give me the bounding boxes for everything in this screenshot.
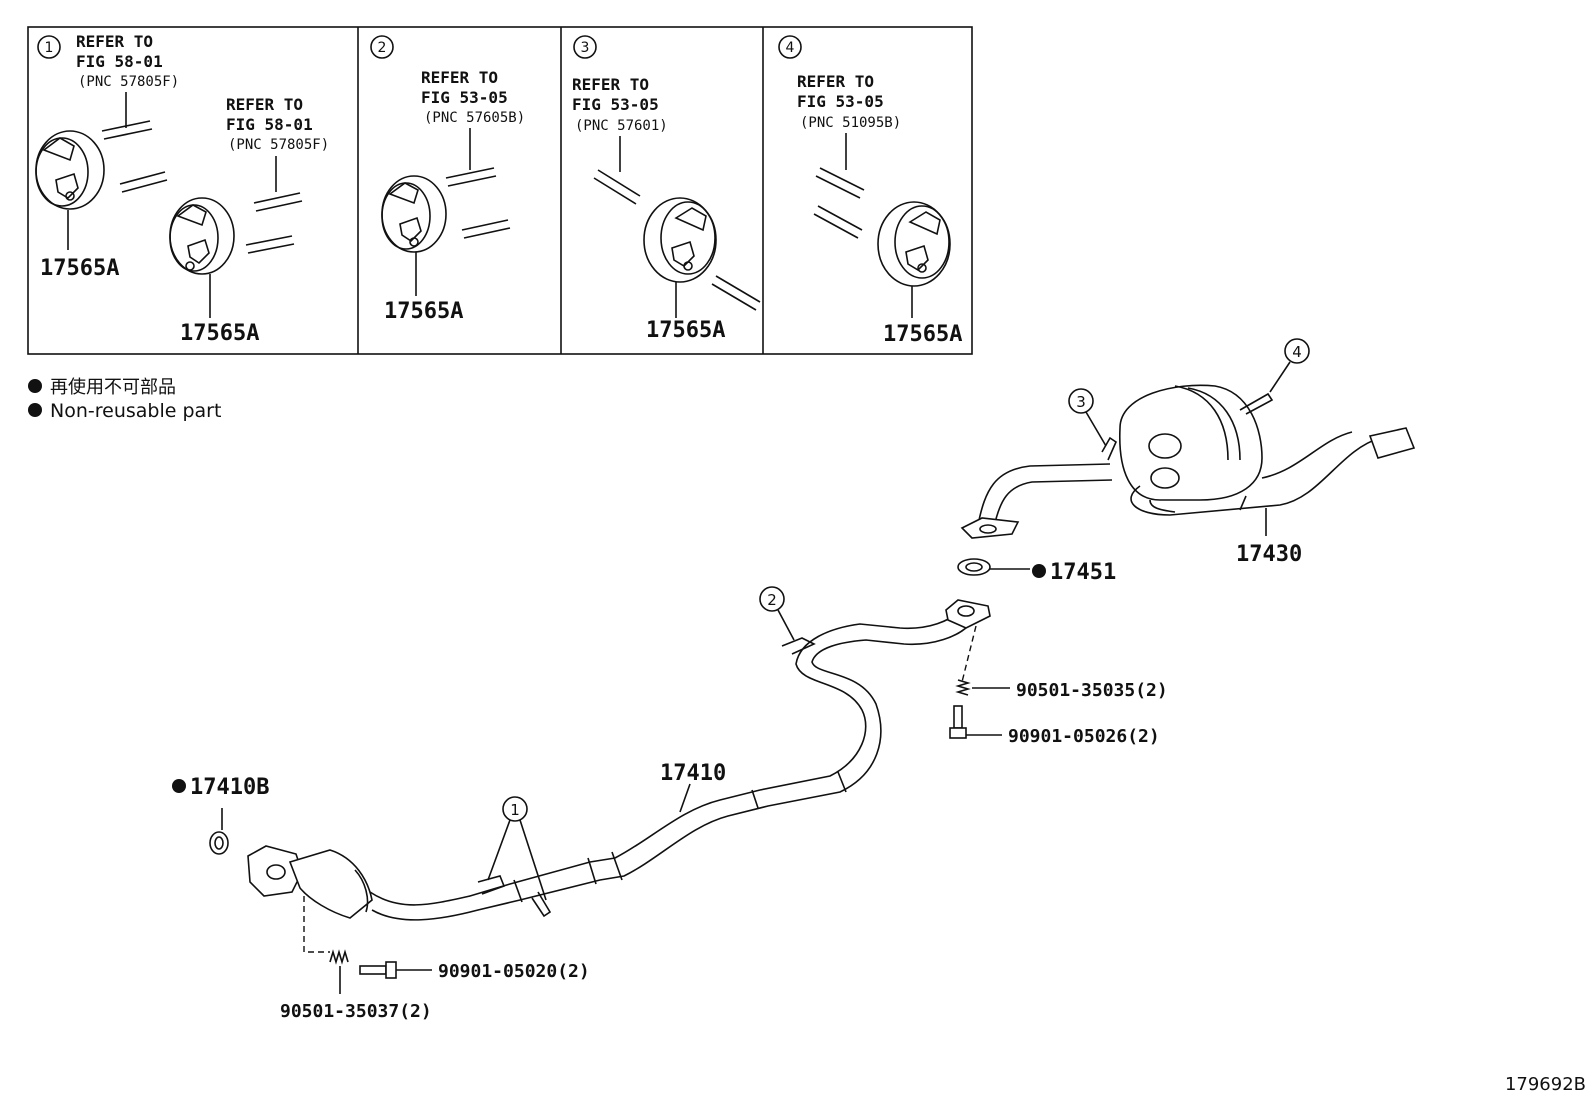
- tailpipe-tip: [1368, 427, 1416, 459]
- panel-3: 3 REFER TO FIG 53-05 (PNC 57601) 17565A: [572, 35, 761, 343]
- panel-1-ref-b-line2: FIG 58-01: [226, 115, 313, 134]
- hanger-reference-panels: [27, 26, 973, 355]
- panel-1-number-circle: [37, 35, 61, 59]
- panel-2-ref-line3: (PNC 57605B): [424, 110, 525, 126]
- panel-4-part: 17565A: [883, 322, 962, 347]
- legend: 再使用不可部品 Non-reusable part: [28, 377, 221, 422]
- hanger-rod-icon: [593, 169, 761, 311]
- panel-4-number-circle: [778, 35, 802, 59]
- bolt-icon: [949, 705, 967, 739]
- panel-3-part: 17565A: [646, 318, 725, 343]
- panel-4-ref-line2: FIG 53-05: [797, 92, 884, 111]
- front-gasket: [209, 831, 229, 855]
- muffler-body: [1119, 384, 1263, 501]
- svg-text:3: 3: [1076, 393, 1086, 411]
- legend-japanese: 再使用不可部品: [50, 377, 176, 398]
- muffler-inlet-flange: [960, 517, 1020, 539]
- non-reusable-dot-icon: [28, 379, 42, 393]
- part-label-bolt-front: 90901-05020(2): [438, 961, 590, 982]
- part-label-spring-front: 90501-35037(2): [280, 1001, 432, 1022]
- non-reusable-dot-icon: [28, 403, 42, 417]
- panel-2-number: 2: [378, 40, 387, 56]
- callout-2: 2: [759, 586, 795, 641]
- svg-text:4: 4: [1292, 343, 1302, 361]
- panel-1-number: 1: [45, 40, 54, 56]
- panel-3-number: 3: [581, 40, 590, 56]
- compression-spring-icon: [955, 679, 971, 696]
- hanger-rod-icon: [813, 167, 865, 239]
- hanger-rod-icon: [101, 120, 303, 254]
- compression-spring-icon: [329, 949, 349, 965]
- rubber-hanger-icon: [35, 130, 105, 210]
- panel-1: 1 REFER TO FIG 58-01 (PNC 57805F) REFER …: [35, 32, 329, 346]
- panel-2-part: 17565A: [384, 299, 463, 324]
- panel-2: 2 REFER TO FIG 53-05 (PNC 57605B) 17565A: [370, 35, 525, 324]
- panel-4-ref-line3: (PNC 51095B): [800, 115, 901, 131]
- panel-1-part-a: 17565A: [40, 256, 119, 281]
- panel-3-ref-line2: FIG 53-05: [572, 95, 659, 114]
- panel-3-number-circle: [573, 35, 597, 59]
- panel-1-part-b: 17565A: [180, 321, 259, 346]
- part-label-bolt-rear: 90901-05026(2): [1008, 726, 1160, 747]
- panel-2-number-circle: [370, 35, 394, 59]
- panel-4-number: 4: [786, 40, 795, 56]
- panel-2-ref-line1: REFER TO: [421, 68, 498, 87]
- non-reusable-dot-icon: [1032, 564, 1046, 578]
- part-label-front-gasket: 17410B: [190, 775, 269, 800]
- svg-text:2: 2: [767, 591, 777, 609]
- part-label-muffler: 17430: [1236, 542, 1302, 567]
- part-label-front-pipe: 17410: [660, 761, 726, 786]
- svg-text:1: 1: [510, 801, 520, 819]
- non-reusable-dot-icon: [172, 779, 186, 793]
- hanger-rod-icon: [445, 167, 511, 239]
- callout-3: 3: [1068, 388, 1107, 447]
- figure-id: 179692B: [1505, 1074, 1586, 1095]
- panel-2-ref-line2: FIG 53-05: [421, 88, 508, 107]
- callout-1: 1: [487, 796, 547, 901]
- catalytic-converter: [288, 849, 373, 919]
- rubber-hanger-icon: [381, 175, 447, 253]
- panel-1-ref-a-line3: (PNC 57805F): [78, 74, 179, 90]
- panel-3-ref-line1: REFER TO: [572, 75, 649, 94]
- rubber-hanger-icon: [877, 201, 951, 287]
- rear-gasket: [957, 558, 991, 576]
- panel-1-ref-b-line3: (PNC 57805F): [228, 137, 329, 153]
- panel-1-ref-a-line2: FIG 58-01: [76, 52, 163, 71]
- muffler-assembly: [960, 384, 1416, 539]
- part-label-rear-gasket: 17451: [1050, 560, 1116, 585]
- panel-4-ref-line1: REFER TO: [797, 72, 874, 91]
- rubber-hanger-icon: [643, 197, 717, 283]
- panel-4: 4 REFER TO FIG 53-05 (PNC 51095B) 17565A: [778, 35, 962, 347]
- bolt-icon: [359, 961, 397, 979]
- rubber-hanger-icon: [169, 197, 235, 275]
- callout-4: 4: [1269, 338, 1310, 393]
- panel-3-ref-line3: (PNC 57601): [575, 118, 668, 134]
- legend-english: Non-reusable part: [50, 400, 221, 422]
- panel-1-ref-a-line1: REFER TO: [76, 32, 153, 51]
- panel-1-ref-b-line1: REFER TO: [226, 95, 303, 114]
- front-exhaust-pipe: [247, 599, 991, 921]
- rear-flange: [945, 599, 991, 629]
- part-label-spring-rear: 90501-35035(2): [1016, 680, 1168, 701]
